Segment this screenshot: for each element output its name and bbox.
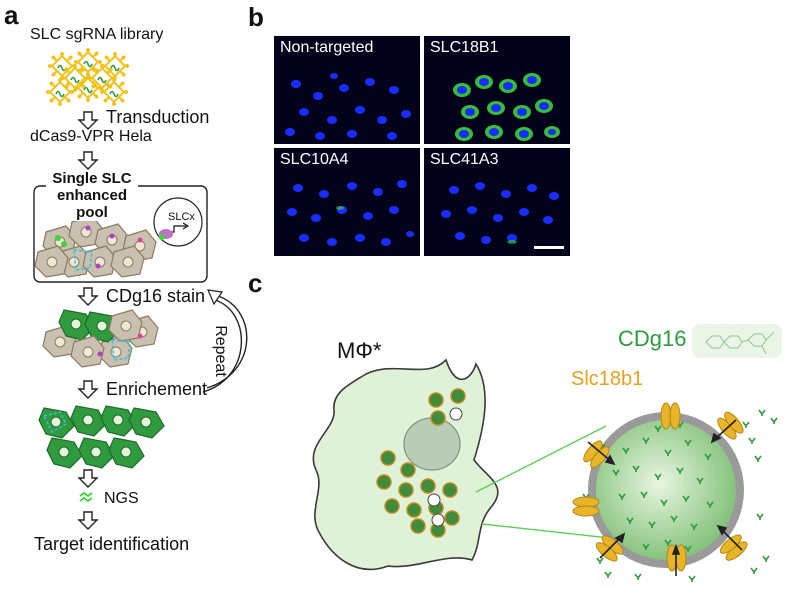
svg-text:SLCx: SLCx — [168, 211, 195, 223]
nuclei-field-green — [453, 73, 560, 141]
pool-title-line1: Single SLC — [52, 170, 132, 187]
macrophage-label: MΦ* — [337, 338, 382, 363]
macrophage-nucleus — [403, 417, 461, 471]
repeat-label: Repeat — [211, 325, 229, 377]
transporter-label: Slc18b1 — [571, 368, 644, 390]
micrograph-label: SLC41A3 — [430, 151, 499, 168]
panel-c-diagram — [312, 324, 782, 583]
enriched-cells — [38, 405, 165, 469]
stain-label: CDg16 stain — [106, 286, 206, 306]
library-label: SLC sgRNA library — [30, 26, 164, 43]
pool-cells — [34, 215, 157, 278]
nuclei-field — [441, 182, 559, 244]
panel-a-diagram: SLCx — [33, 47, 248, 530]
pool-title-line2: enhanced pool — [56, 187, 128, 221]
micrograph-slc18b1: SLC18B1 — [424, 36, 570, 144]
micrograph-label: SLC10A4 — [280, 151, 349, 168]
micrograph-label: Non-targeted — [280, 39, 374, 56]
transduction-label: Transduction — [106, 107, 210, 127]
micrograph-label: SLC18B1 — [430, 39, 499, 56]
stained-cells — [42, 309, 159, 368]
micrograph-slc10a4: SLC10A4 — [274, 148, 420, 256]
panel-a-letter: a — [4, 0, 19, 30]
vesicle-lumen — [596, 420, 736, 560]
micrograph-non-targeted: Non-targeted — [274, 36, 420, 144]
nuclei-field — [287, 180, 414, 246]
ngs-label: NGS — [104, 490, 139, 507]
micrograph-slc41a3: SLC41A3 — [424, 148, 570, 256]
granules — [376, 388, 466, 538]
virus-cluster — [45, 47, 130, 107]
probe-structure — [692, 324, 782, 358]
scale-bar — [534, 246, 564, 249]
cell-line-label: dCas9-VPR Hela — [30, 128, 152, 145]
panel-b-letter: b — [248, 2, 264, 32]
target-label: Target identification — [34, 534, 190, 554]
nuclei-field — [285, 73, 411, 140]
pool-title: Single SLC enhanced pool — [46, 170, 138, 221]
probe-label: CDg16 — [618, 326, 687, 351]
enrichment-label: Enrichement — [106, 379, 208, 399]
panel-c-letter: c — [248, 268, 263, 298]
transport-arrows — [587, 419, 743, 576]
